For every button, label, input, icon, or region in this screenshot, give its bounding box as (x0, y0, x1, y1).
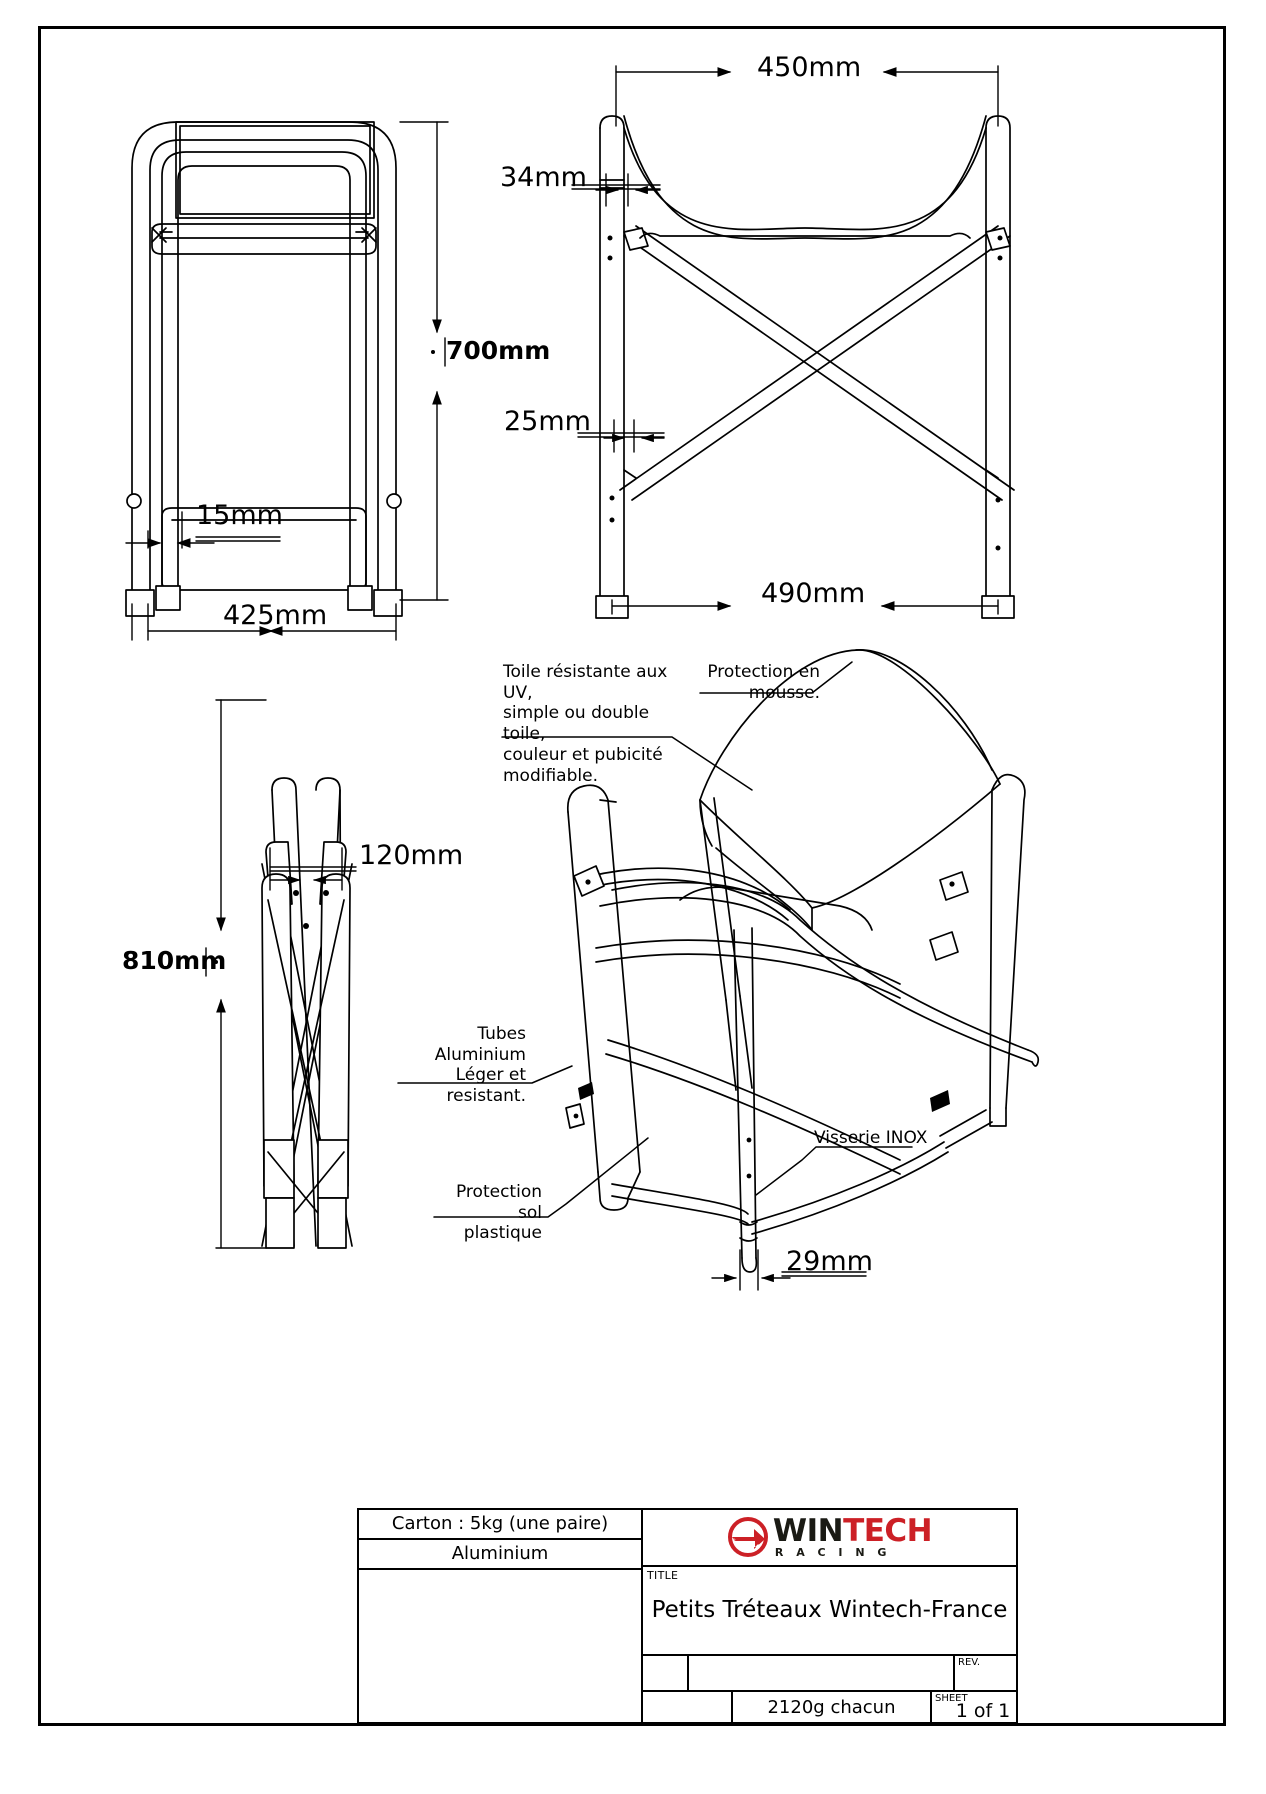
dimension-label-offset-25: 25mm (504, 406, 591, 437)
callout-protection-sol: Protection sol plastique (455, 1182, 542, 1244)
callout-protection-mousse: Protection en mousse. (707, 662, 820, 703)
title-block-row-4: 2120g chacun SHEET 1 of 1 (643, 1692, 1016, 1722)
dimension-label-base-490: 490mm (761, 578, 866, 609)
wintech-racing-logo: WINTECH R A C I N G (727, 1513, 933, 1560)
title-block-left-column: Carton : 5kg (une paire) Aluminium (359, 1510, 643, 1722)
dimension-label-offset-34: 34mm (500, 162, 587, 193)
dimension-label-top-450: 450mm (757, 52, 862, 83)
title-block-right-column: WINTECH R A C I N G TITLE Petits Tréteau… (643, 1510, 1016, 1722)
sheet-label: SHEET (935, 1693, 968, 1704)
logo-word-win: WIN (772, 1513, 844, 1550)
row3-cell-a (643, 1656, 689, 1690)
dimension-label-height-700: 700mm (446, 336, 551, 365)
sheet-value: 1 of 1 (955, 1700, 1011, 1722)
material-row: Aluminium (359, 1540, 641, 1570)
sheet-cell: SHEET 1 of 1 (932, 1692, 1016, 1722)
dimension-label-width-425: 425mm (223, 600, 328, 631)
drawing-border (38, 26, 1226, 1726)
logo-tagline: R A C I N G (774, 1546, 891, 1560)
revision-label: REV. (958, 1657, 980, 1669)
callout-toile-resistante: Toile résistante aux UV, simple ou doubl… (503, 662, 668, 786)
drawing-title: Petits Tréteaux Wintech-France (651, 1597, 1008, 1624)
row3-cell-b (689, 1656, 955, 1690)
title-block-row-3: REV. (643, 1656, 1016, 1692)
callout-tubes-aluminium: Tubes Aluminium Léger et resistant. (434, 1024, 526, 1107)
dimension-label-inset-15: 15mm (196, 500, 283, 531)
notes-blank-area (359, 1570, 641, 1722)
title-block: Carton : 5kg (une paire) Aluminium WINTE… (357, 1508, 1018, 1724)
callout-visserie-inox: Visserie INOX (814, 1128, 928, 1148)
dimension-label-width-120: 120mm (359, 840, 464, 871)
weight-cell: 2120g chacun (733, 1692, 932, 1722)
logo-wordmark: WINTECH R A C I N G (772, 1513, 933, 1560)
wintech-arrow-icon (727, 1517, 768, 1558)
dimension-label-tube-29: 29mm (786, 1246, 873, 1277)
row4-cell-a (643, 1692, 733, 1722)
dimension-label-height-810: 810mm (122, 946, 227, 975)
title-cell: TITLE Petits Tréteaux Wintech-France (643, 1567, 1016, 1657)
logo-text-line: WINTECH (772, 1513, 933, 1550)
title-field-label: TITLE (647, 1568, 679, 1582)
revision-cell: REV. (955, 1656, 1016, 1690)
packaging-row: Carton : 5kg (une paire) (359, 1510, 641, 1540)
logo-word-tech: TECH (843, 1513, 933, 1550)
logo-cell: WINTECH R A C I N G (643, 1510, 1016, 1567)
